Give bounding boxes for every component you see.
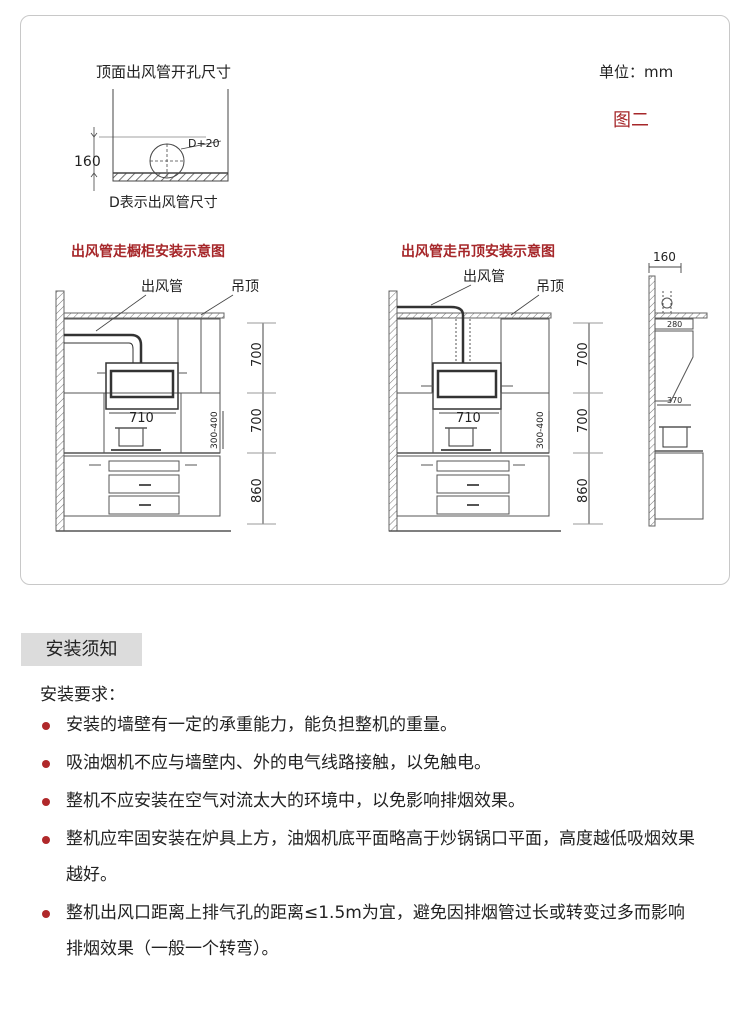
requirements-list: 安装的墙壁有一定的承重能力，能负担整机的重量。 吸油烟机不应与墙壁内、外的电气线… (40, 707, 700, 969)
d-note: D表示出风管尺寸 (109, 195, 218, 211)
left-label-ceiling: 吊顶 (231, 279, 259, 295)
right-dim-860: 860 (576, 478, 591, 503)
diagram-panel: 顶面出风管开孔尺寸 160 D+20 D表示出风管尺寸 单位：mm 图二 出风管… (20, 15, 730, 585)
dim-160-top: 160 (74, 154, 101, 170)
installation-diagram: 顶面出风管开孔尺寸 160 D+20 D表示出风管尺寸 单位：mm 图二 出风管… (55, 63, 708, 532)
requirement-text: 吸油烟机不应与墙壁内、外的电气线路接触，以免触电。 (66, 753, 491, 773)
right-title: 出风管走吊顶安装示意图 (401, 243, 555, 260)
hole-detail (90, 89, 229, 191)
right-label-duct: 出风管 (463, 269, 505, 285)
right-dim-710: 710 (456, 411, 481, 426)
requirement-text: 整机应牢固安装在炉具上方，油烟机底平面略高于炒锅锅口平面，高度越低吸烟效果越好。 (66, 829, 695, 885)
side-dim-160: 160 (653, 250, 676, 264)
left-kitchen (55, 290, 276, 532)
list-item: 安装的墙壁有一定的承重能力，能负担整机的重量。 (40, 707, 700, 743)
left-dim-300-400: 300-400 (210, 411, 220, 449)
section-title: 安装须知 (21, 633, 142, 666)
list-item: 整机出风口距离上排气孔的距离≤1.5m为宜，避免因排烟管过长或转变过多而影响排烟… (40, 895, 700, 967)
side-dim-280: 280 (667, 320, 682, 329)
top-title: 顶面出风管开孔尺寸 (96, 63, 231, 81)
bullet-dot (42, 722, 50, 730)
bullet-dot (42, 760, 50, 768)
right-dim-300-400: 300-400 (536, 411, 546, 449)
unit-label: 单位：mm (599, 63, 673, 81)
requirement-text: 安装的墙壁有一定的承重能力，能负担整机的重量。 (66, 715, 457, 735)
left-label-duct: 出风管 (141, 279, 183, 295)
right-dim-700-mid: 700 (576, 408, 591, 433)
right-kitchen (388, 290, 603, 532)
left-dim-710: 710 (129, 411, 154, 426)
requirement-text: 整机出风口距离上排气孔的距离≤1.5m为宜，避免因排烟管过长或转变过多而影响排烟… (66, 903, 685, 959)
requirements-heading: 安装要求： (40, 685, 125, 705)
d-plus-label: D+20 (188, 137, 220, 150)
bullet-dot (42, 798, 50, 806)
figure-label: 图二 (613, 110, 649, 131)
left-dim-860: 860 (250, 478, 265, 503)
bullet-dot (42, 836, 50, 844)
side-view (648, 263, 708, 527)
left-dim-700-mid: 700 (250, 408, 265, 433)
right-label-ceiling: 吊顶 (536, 279, 564, 295)
bullet-dot (42, 910, 50, 918)
side-dim-370: 370 (667, 396, 682, 405)
right-dim-700-top: 700 (576, 342, 591, 367)
left-dim-700-top: 700 (250, 342, 265, 367)
left-title: 出风管走橱柜安装示意图 (71, 243, 225, 260)
list-item: 吸油烟机不应与墙壁内、外的电气线路接触，以免触电。 (40, 745, 700, 781)
list-item: 整机不应安装在空气对流太大的环境中，以免影响排烟效果。 (40, 783, 700, 819)
requirement-text: 整机不应安装在空气对流太大的环境中，以免影响排烟效果。 (66, 791, 525, 811)
list-item: 整机应牢固安装在炉具上方，油烟机底平面略高于炒锅锅口平面，高度越低吸烟效果越好。 (40, 821, 700, 893)
